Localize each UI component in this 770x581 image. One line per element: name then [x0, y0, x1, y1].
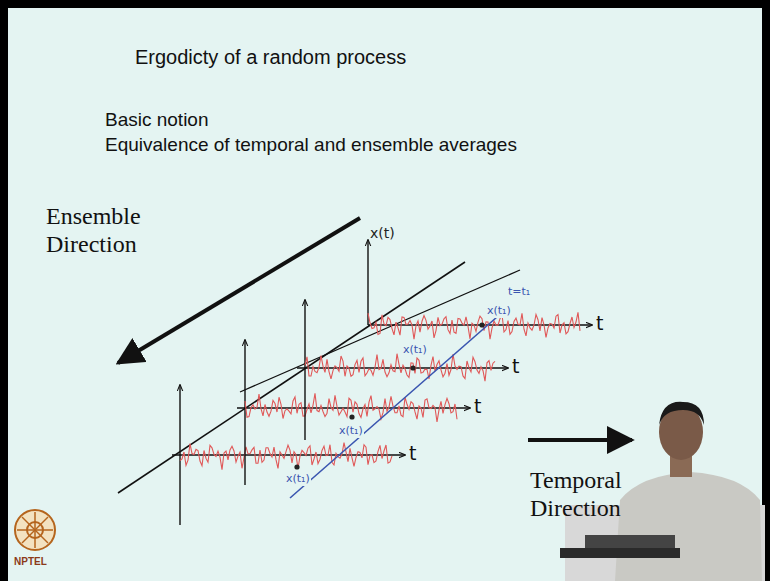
- sample-function: [245, 393, 457, 422]
- amplitude-axis: [367, 240, 368, 325]
- nptel-logo: [15, 510, 55, 550]
- point-label: x(t₁): [338, 425, 364, 438]
- bullet-text: Equivalence of temporal and ensemble ave…: [105, 134, 517, 156]
- sample-functions: [172, 240, 592, 525]
- sample-point: [479, 322, 484, 327]
- direction-label: Ensemble Direction: [46, 203, 166, 258]
- amplitude-axis: [304, 300, 305, 440]
- sample-points: [294, 322, 484, 469]
- bullet-text: Basic notion: [105, 109, 209, 131]
- point-label: x(t₁): [486, 305, 512, 318]
- slide-title: Ergodicty of a random process: [135, 46, 406, 69]
- ensemble-arrow: [118, 218, 360, 363]
- axis-label: x(t): [370, 225, 395, 241]
- temporal-arrow: [528, 438, 632, 442]
- sample-point: [410, 365, 415, 370]
- ensemble-axis: [118, 262, 465, 493]
- time-instant-line: [290, 310, 505, 498]
- axis-label: t: [512, 356, 519, 378]
- sample-point: [349, 414, 354, 419]
- point-label: x(t₁): [402, 344, 428, 357]
- direction-label: Temporal Direction: [530, 467, 640, 522]
- sample-function: [180, 443, 392, 470]
- instant-label: t=t₁: [507, 286, 531, 299]
- sample-point: [294, 464, 299, 469]
- point-label: x(t₁): [285, 473, 311, 486]
- axis-label: t: [474, 396, 481, 418]
- axis-label: t: [596, 313, 603, 335]
- sample-function: [305, 354, 495, 381]
- axis-label: t: [409, 443, 416, 465]
- amplitude-axis: [244, 340, 245, 485]
- sample-function: [368, 312, 580, 339]
- logo-text: NPTEL: [14, 556, 47, 568]
